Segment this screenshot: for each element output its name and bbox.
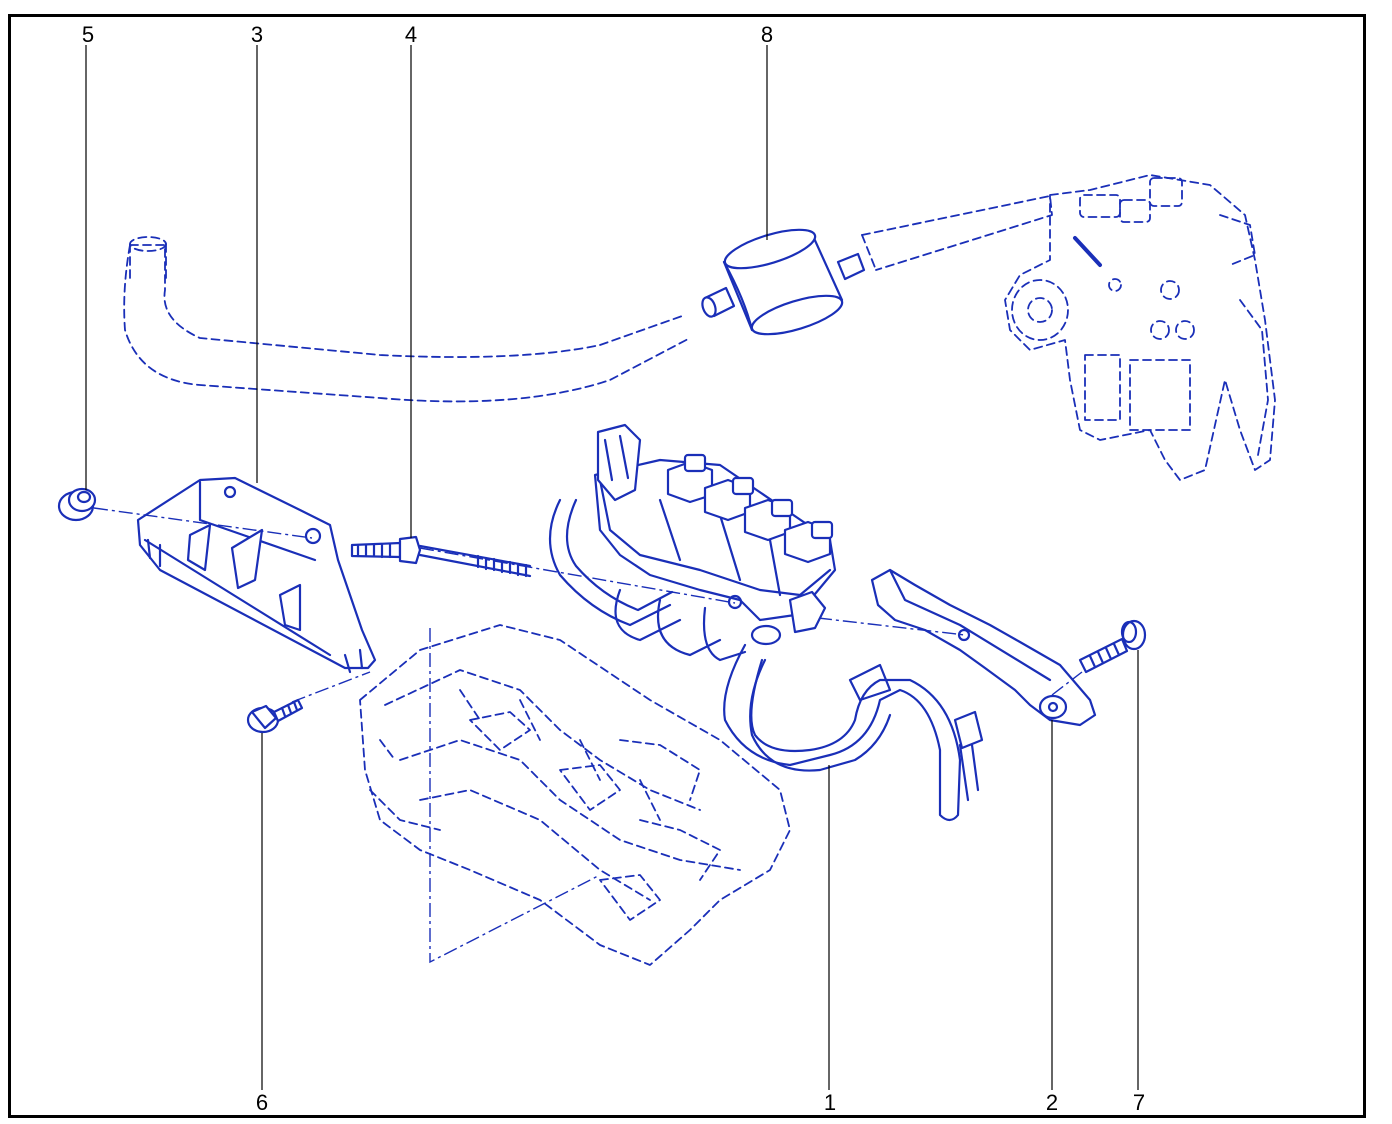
fuel-pump-phantom bbox=[1004, 174, 1276, 481]
callout-2: 2 bbox=[1046, 1090, 1058, 1115]
callout-5: 5 bbox=[82, 22, 94, 47]
callout-8: 8 bbox=[761, 22, 773, 47]
cylinder-head-phantom bbox=[359, 624, 791, 966]
flange-screw-7 bbox=[1078, 619, 1147, 674]
flange-nut bbox=[57, 487, 97, 522]
support-bracket bbox=[870, 568, 1097, 727]
assembly-axes bbox=[93, 507, 1083, 964]
heat-shield-bracket bbox=[136, 476, 377, 674]
injector-rail-assembly bbox=[548, 423, 984, 822]
long-bolt bbox=[350, 535, 532, 578]
callout-6: 6 bbox=[256, 1090, 268, 1115]
callout-1: 1 bbox=[824, 1090, 836, 1115]
leader-lines bbox=[85, 45, 1139, 1090]
fuel-filter bbox=[701, 228, 866, 336]
callout-7: 7 bbox=[1133, 1090, 1145, 1115]
callout-4: 4 bbox=[405, 22, 417, 47]
callout-3: 3 bbox=[251, 22, 263, 47]
flange-screw-6 bbox=[246, 698, 304, 734]
fuel-hose-phantom bbox=[123, 195, 1053, 403]
